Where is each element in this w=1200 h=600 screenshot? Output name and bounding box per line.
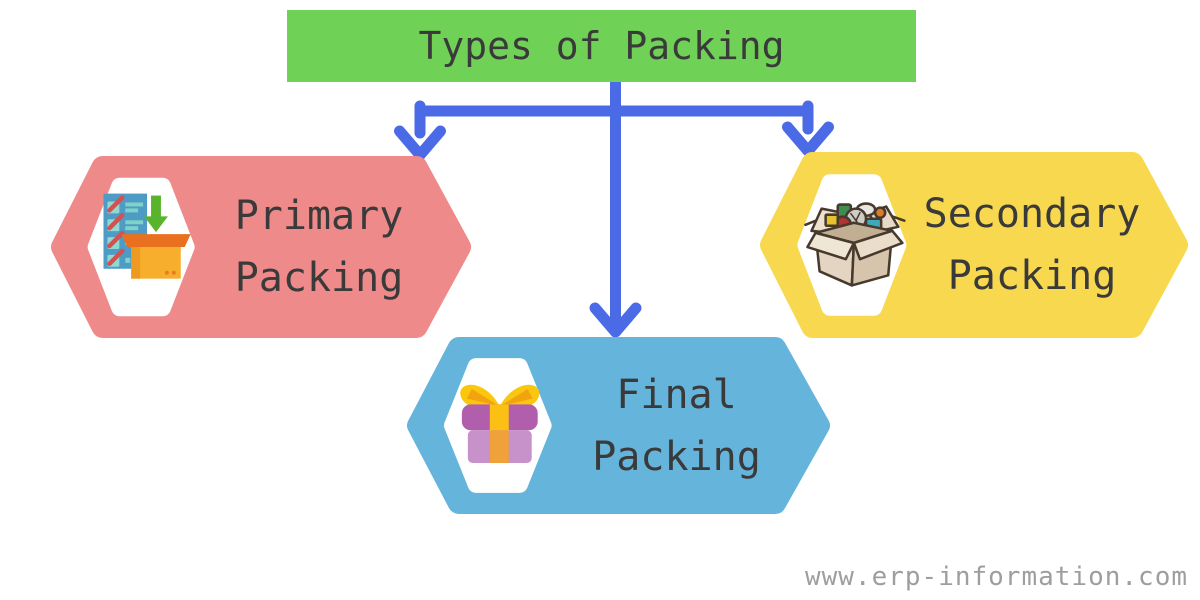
label-line: Packing — [234, 255, 404, 301]
checklist-arrow-box-icon — [103, 193, 191, 279]
label-line: Packing — [592, 433, 761, 480]
node-primary-packing: Primary Packing — [48, 156, 474, 338]
arrowhead-down-icon — [589, 302, 642, 338]
hexagon-secondary — [760, 152, 1188, 339]
node-label: Primary Packing — [198, 156, 440, 338]
hexagon-primary — [50, 156, 472, 338]
arrowhead-down-icon — [394, 125, 446, 161]
open-carton-box-icon — [804, 202, 906, 287]
node-final-packing: Final Packing — [404, 337, 833, 514]
label-line: Final — [616, 371, 737, 418]
node-label: Final Packing — [554, 337, 799, 514]
diagram-title: Types of Packing — [287, 10, 916, 82]
node-secondary-packing: Secondary Packing — [757, 152, 1191, 339]
node-label: Secondary Packing — [907, 152, 1157, 338]
watermark: www.erp-information.com — [804, 562, 1188, 592]
label-line: Secondary — [923, 191, 1141, 237]
label-line: Packing — [947, 253, 1117, 299]
label-line: Primary — [234, 193, 404, 239]
hexagon-final — [406, 337, 831, 514]
arrowhead-down-icon — [782, 121, 834, 157]
gift-box-icon — [460, 384, 540, 464]
